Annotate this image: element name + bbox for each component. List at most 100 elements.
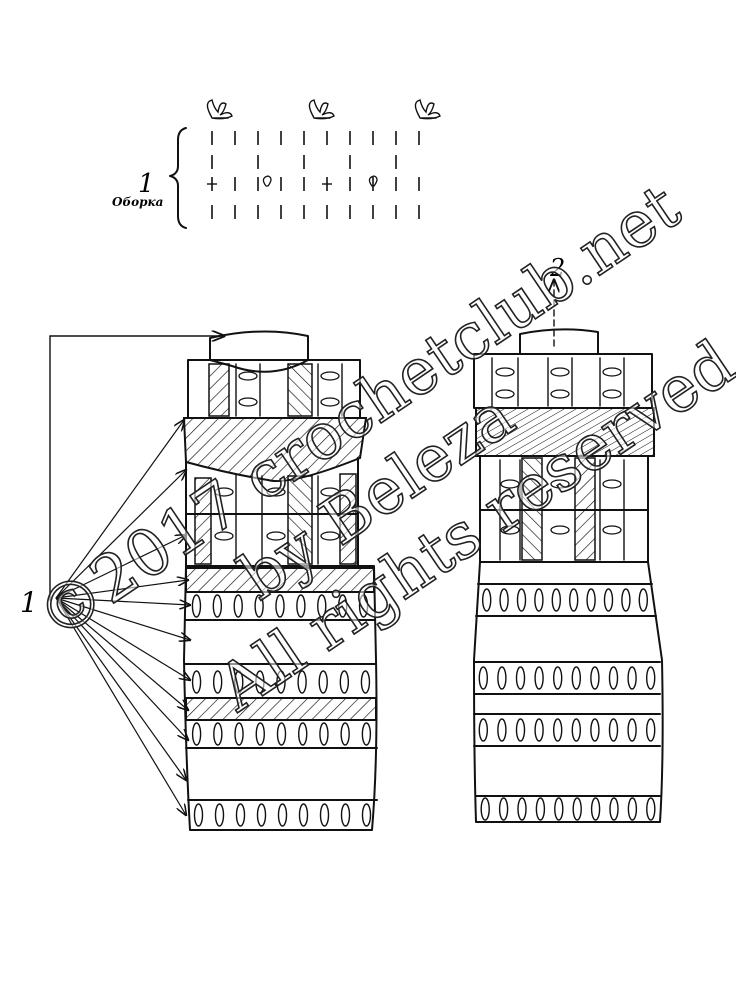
pointer-arrow — [55, 597, 190, 640]
openwork-oval — [360, 670, 371, 694]
openwork-oval — [255, 670, 265, 694]
fan-stitch-symbol — [414, 99, 441, 120]
openwork-oval — [646, 718, 656, 742]
openwork-oval — [646, 797, 656, 821]
openwork-oval — [590, 797, 601, 821]
front-hatched-strip — [287, 363, 313, 417]
openwork-oval — [602, 389, 622, 399]
openwork-oval — [590, 666, 600, 690]
openwork-oval — [320, 397, 340, 407]
openwork-oval — [550, 367, 570, 377]
openwork-oval — [275, 594, 285, 618]
frill-stitch-chart: 1 Оборка — [112, 99, 441, 229]
openwork-oval — [515, 666, 526, 690]
openwork-oval — [212, 594, 223, 618]
openwork-oval — [608, 666, 619, 690]
openwork-oval — [319, 722, 329, 746]
pointer-arrow — [55, 597, 186, 780]
openwork-oval — [266, 487, 286, 497]
openwork-oval — [572, 797, 582, 821]
openwork-oval — [276, 670, 286, 694]
openwork-oval — [193, 803, 204, 827]
back-skirt-outline — [473, 561, 664, 823]
back-marker-2: 2 — [549, 254, 565, 282]
openwork-oval — [497, 718, 507, 742]
pointer-arrow — [55, 470, 186, 599]
openwork-oval — [361, 722, 372, 746]
back-collar — [519, 328, 599, 355]
openwork-oval — [212, 670, 223, 694]
openwork-oval — [586, 588, 596, 612]
openwork-oval — [498, 797, 509, 821]
openwork-oval — [340, 803, 351, 827]
pointer-arrow — [55, 597, 188, 710]
openwork-oval — [191, 594, 202, 618]
openwork-oval — [337, 594, 348, 618]
pointer-arrow — [55, 597, 190, 680]
openwork-oval — [317, 594, 327, 618]
openwork-oval — [535, 797, 546, 821]
openwork-oval — [320, 371, 340, 381]
openwork-oval — [534, 588, 544, 612]
openwork-oval — [254, 594, 264, 618]
openwork-oval — [602, 479, 622, 489]
openwork-oval — [609, 797, 619, 821]
openwork-oval — [296, 594, 306, 618]
fan-stitch-symbol — [308, 99, 335, 120]
openwork-oval — [646, 666, 656, 690]
openwork-oval — [554, 797, 564, 821]
openwork-oval — [571, 718, 581, 742]
openwork-oval — [495, 389, 515, 399]
openwork-oval — [319, 803, 330, 827]
openwork-oval — [499, 588, 509, 612]
frill-brace — [169, 127, 187, 229]
pointer-arrow — [55, 597, 190, 605]
pointer-arrow — [55, 420, 184, 599]
pointer-arrow — [55, 535, 186, 599]
openwork-oval — [550, 479, 570, 489]
openwork-oval — [550, 389, 570, 399]
openwork-oval — [320, 487, 340, 497]
openwork-oval — [191, 670, 202, 694]
openwork-oval — [298, 722, 308, 746]
picot-symbol — [368, 175, 378, 187]
front-arrows — [55, 420, 190, 815]
openwork-oval — [339, 670, 350, 694]
openwork-oval — [234, 670, 244, 694]
front-hatched-strip — [208, 363, 230, 417]
pointer-arrow — [55, 580, 188, 599]
openwork-oval — [478, 718, 488, 742]
openwork-oval — [627, 718, 637, 742]
openwork-oval — [534, 718, 544, 742]
openwork-oval — [234, 722, 244, 746]
openwork-oval — [235, 803, 246, 827]
openwork-oval — [517, 797, 527, 821]
openwork-oval — [602, 525, 622, 535]
openwork-oval — [297, 670, 307, 694]
openwork-oval — [551, 588, 561, 612]
marker-bracket — [49, 336, 224, 601]
openwork-oval — [191, 722, 202, 746]
openwork-oval — [238, 371, 258, 381]
openwork-oval — [515, 718, 526, 742]
stitch-rows — [207, 131, 420, 219]
openwork-oval — [500, 479, 520, 489]
openwork-oval — [495, 367, 515, 377]
openwork-oval — [497, 666, 507, 690]
dress-back: 2 — [473, 254, 664, 823]
openwork-oval — [255, 722, 265, 746]
openwork-oval — [480, 797, 490, 821]
back-openwork-ovals — [478, 367, 656, 821]
front-hatched-band-chest — [182, 417, 368, 483]
openwork-oval — [590, 718, 600, 742]
openwork-oval — [266, 531, 286, 541]
openwork-oval — [638, 588, 648, 612]
front-hatched-strip — [339, 473, 357, 565]
openwork-oval — [516, 588, 527, 612]
openwork-oval — [627, 666, 637, 690]
openwork-oval — [238, 397, 258, 407]
openwork-oval — [318, 670, 328, 694]
frill-marker-1: 1 — [138, 169, 155, 199]
